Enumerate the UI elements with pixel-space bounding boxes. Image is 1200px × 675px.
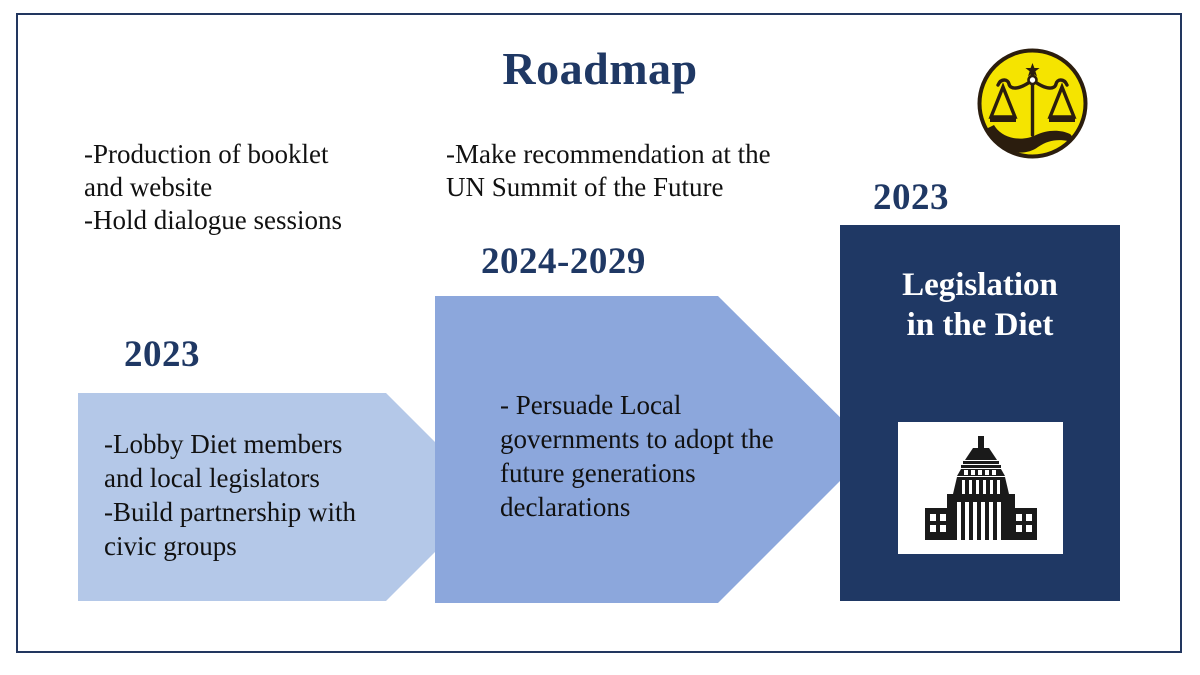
phase1-year-label: 2023: [124, 334, 200, 375]
diet-building-icon-box: [898, 422, 1063, 554]
phase3-title: Legislation in the Diet: [902, 267, 1058, 344]
phase1-arrow-polygon: [78, 393, 490, 601]
page-title: Roadmap: [502, 43, 698, 94]
phase3-year-label: 2023: [873, 177, 949, 218]
scales-of-justice-in-hand-logo: [976, 47, 1089, 160]
phase2-year-label: 2024-2029: [481, 241, 646, 282]
phase2-arrow-shape: [435, 296, 872, 603]
phase1-body-text: -Lobby Diet members and local legislator…: [104, 429, 356, 562]
diet-building-icon: [924, 436, 1037, 540]
phase3-panel: Legislation in the Diet: [840, 225, 1120, 601]
phase2-note-text: -Make recommendation at the UN Summit of…: [446, 139, 771, 203]
phase1-arrow-shape: [78, 393, 490, 601]
phase2-body-text: - Persuade Local governments to adopt th…: [500, 390, 774, 523]
phase1-note-text: -Production of booklet and website -Hold…: [84, 139, 342, 236]
phase2-arrow-polygon: [435, 296, 872, 603]
